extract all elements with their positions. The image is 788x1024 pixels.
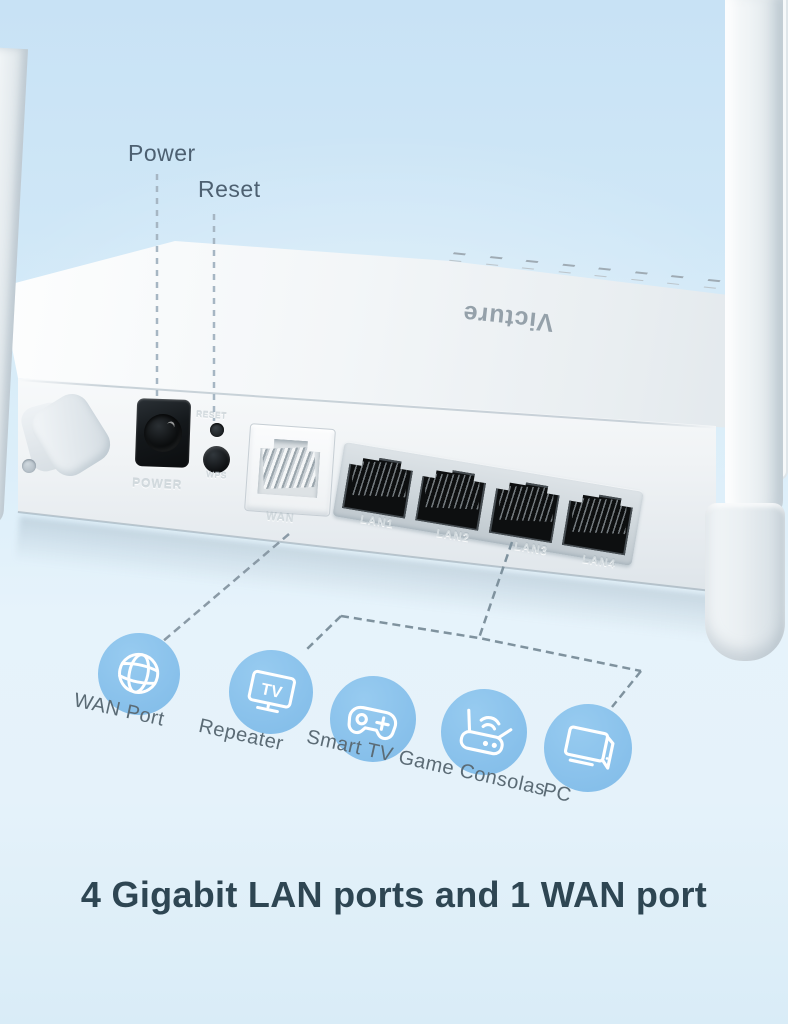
globe-icon xyxy=(118,653,160,695)
power-callout-label: Power xyxy=(128,140,196,166)
lan-bracket-right-drop xyxy=(611,670,642,708)
repeater-feature-circle: TV xyxy=(221,642,321,742)
led-indicator-mark xyxy=(449,252,466,262)
lan-port-2 xyxy=(415,465,487,531)
gamepad-icon xyxy=(347,705,398,741)
led-indicator-mark xyxy=(667,275,685,285)
wps-button xyxy=(203,446,230,473)
reset-port-label: RESET xyxy=(195,408,228,422)
lan-port-4 xyxy=(562,489,634,555)
right-antenna-hinge xyxy=(705,503,785,661)
power-port-label: POWER xyxy=(131,475,183,493)
right-antenna xyxy=(725,0,783,522)
router-icon xyxy=(459,708,513,756)
headline: 4 Gigabit LAN ports and 1 WAN port xyxy=(80,874,708,915)
wan-port xyxy=(244,423,336,517)
monitor-icon xyxy=(564,725,615,771)
led-indicator-mark xyxy=(594,267,612,278)
tv-icon: TV xyxy=(247,669,296,713)
led-indicator-mark xyxy=(630,271,648,282)
game-feature-circle xyxy=(321,667,425,771)
reset-callout-label: Reset xyxy=(198,176,261,202)
reset-pinhole xyxy=(210,423,224,437)
wan-feature-circle xyxy=(90,625,188,723)
left-antenna-screw xyxy=(22,459,36,473)
led-indicator-mark xyxy=(558,263,576,274)
lan-port-3 xyxy=(489,477,561,543)
wan-port-pins xyxy=(262,447,315,489)
led-indicator-mark xyxy=(703,278,721,289)
led-indicator-mark xyxy=(485,256,503,266)
lan-port-1 xyxy=(342,453,414,519)
tv-icon-text: TV xyxy=(259,680,283,702)
led-indicator-mark xyxy=(521,259,539,270)
pc-feature-circle xyxy=(535,695,641,801)
power-jack xyxy=(134,398,192,468)
lan-bracket-left-drop xyxy=(304,615,342,652)
power-jack-pin xyxy=(143,413,183,453)
wps-port-label: WPS xyxy=(205,469,228,481)
router-feature-circle xyxy=(432,680,536,784)
wan-port-opening xyxy=(257,438,321,498)
wan-port-label: WAN xyxy=(265,510,296,526)
